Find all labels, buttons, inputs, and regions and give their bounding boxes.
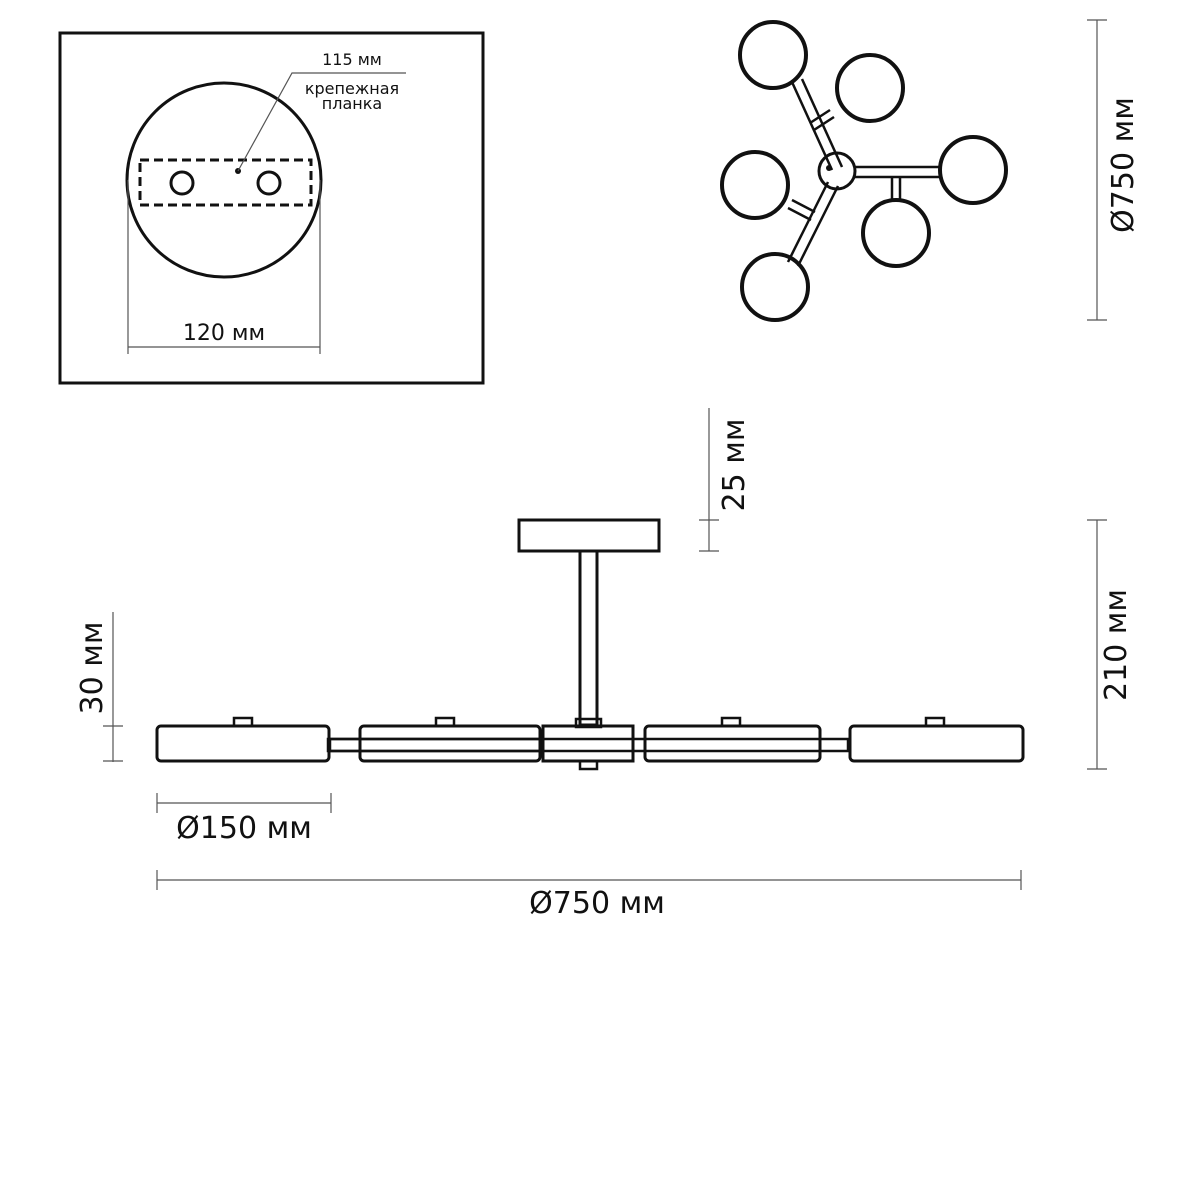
side-shade-2 xyxy=(358,724,542,763)
bracket-width-label: 115 мм xyxy=(322,50,382,69)
mounting-bracket-outline xyxy=(138,158,313,207)
canopy-height-label: 25 мм xyxy=(717,419,752,512)
side-arm-rod xyxy=(326,737,850,753)
side-shade-nub-3 xyxy=(720,716,742,728)
top-view-shade-3 xyxy=(938,135,1008,205)
side-stem xyxy=(578,549,599,727)
top-view-shade-4 xyxy=(861,198,931,268)
side-shade-4 xyxy=(848,724,1025,763)
top-view-hub-center xyxy=(826,165,832,171)
canopy-plate-circle xyxy=(125,81,323,279)
top-view-shade-5 xyxy=(740,252,810,322)
side-arm-rod-front xyxy=(328,737,542,753)
bracket-name-line1: крепежная xyxy=(305,79,399,98)
side-shade-nub-2 xyxy=(434,716,456,728)
overall-diameter-label: Ø750 мм xyxy=(529,886,665,921)
bracket-screw-hole-right xyxy=(256,170,282,196)
top-view-hub xyxy=(817,151,857,191)
side-shade-nub-4 xyxy=(924,716,946,728)
top-view-shade-6 xyxy=(720,150,790,220)
top-view-shade-1 xyxy=(738,20,808,90)
side-shade-nub-1 xyxy=(232,716,254,728)
side-hub xyxy=(541,724,635,763)
side-hub-bottom-nub xyxy=(578,759,599,771)
canopy-diameter-label: 120 мм xyxy=(183,321,265,346)
side-shade-1 xyxy=(155,724,331,763)
shade-diameter-label: Ø150 мм xyxy=(176,811,312,846)
side-view: 25 мм 210 мм 30 мм Ø150 мм Ø750 мм xyxy=(75,408,1134,921)
mount-detail-panel: 115 мм крепежная планка 120 мм xyxy=(58,31,485,385)
side-canopy xyxy=(517,518,661,553)
bracket-screw-hole-left xyxy=(169,170,195,196)
top-view: Ø750 мм xyxy=(720,19,1141,322)
side-shade-3 xyxy=(643,724,822,763)
shade-height-label: 30 мм xyxy=(75,622,110,715)
mount-detail-frame xyxy=(58,31,485,385)
bracket-name-line2: планка xyxy=(322,94,382,113)
top-view-shade-2 xyxy=(835,53,905,123)
top-view-diameter-label: Ø750 мм xyxy=(1106,97,1141,233)
bracket-leader-line xyxy=(237,72,406,172)
overall-height-label: 210 мм xyxy=(1099,589,1134,701)
